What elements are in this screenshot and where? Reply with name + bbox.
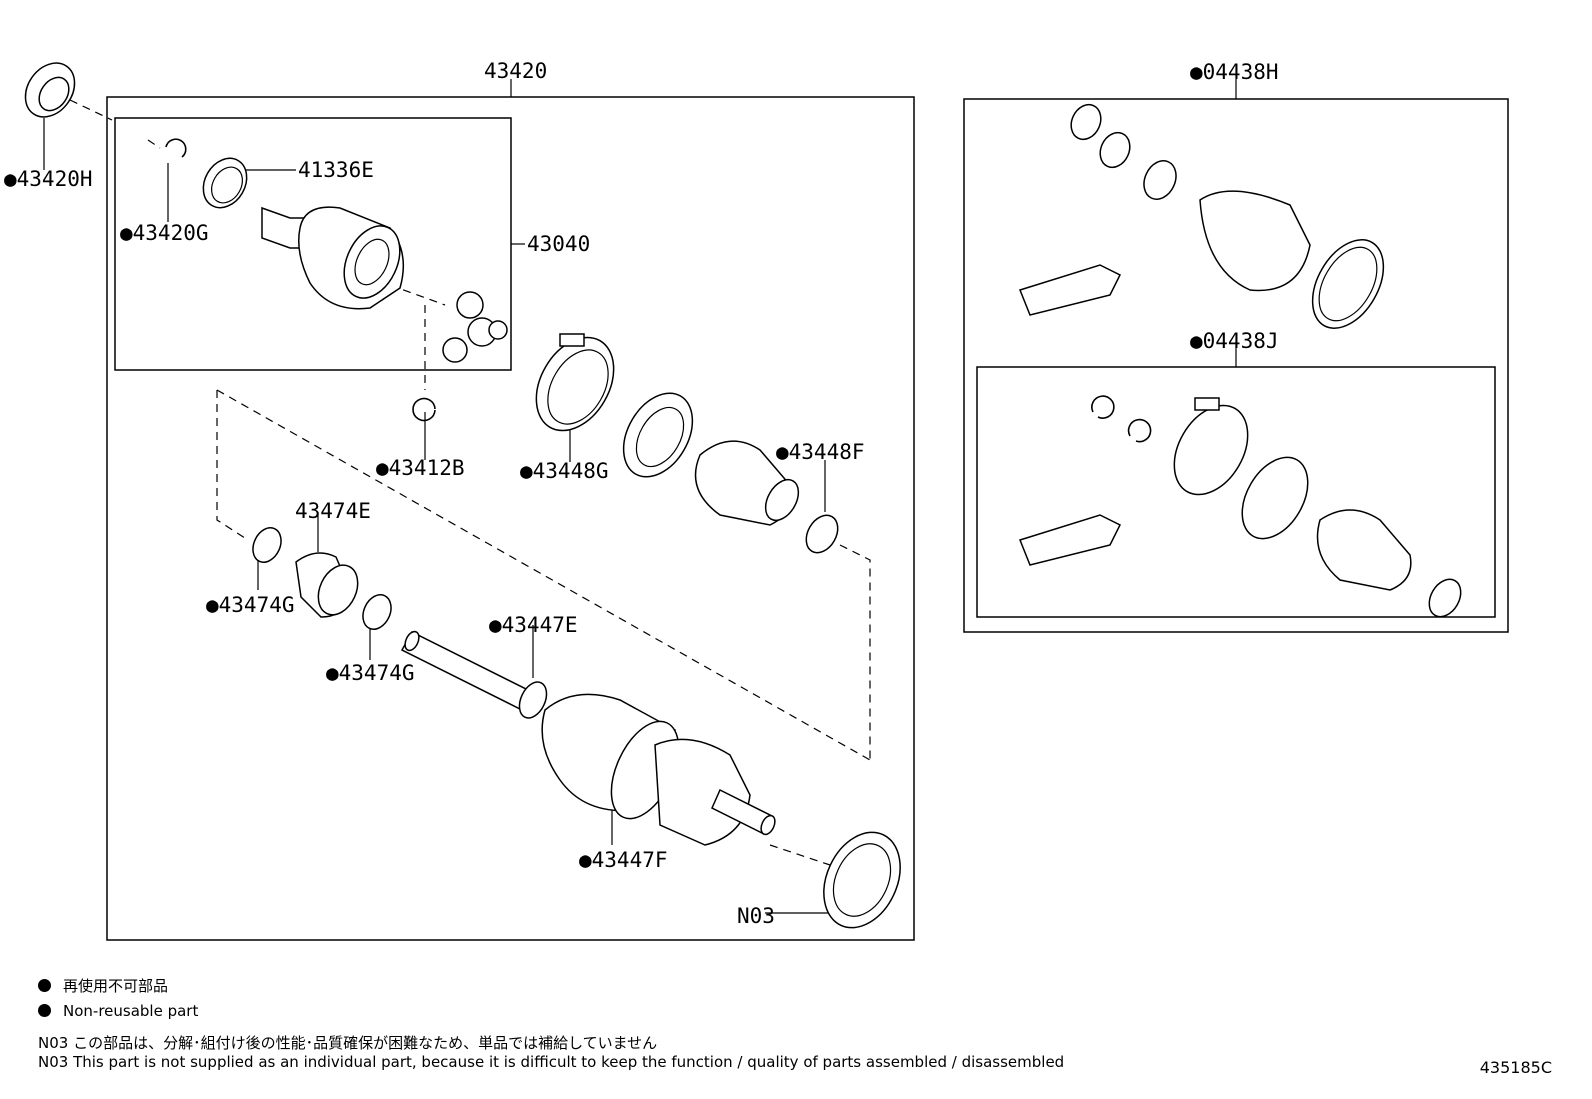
diagram-code: 435185C — [1479, 1058, 1552, 1077]
assembly-dashed-lines — [69, 99, 871, 866]
tripod-joint — [442, 291, 508, 363]
snap-ring-43420G — [165, 138, 187, 158]
snap-ring-43412B — [412, 397, 436, 422]
label-04438H: ●04438H — [1190, 60, 1279, 84]
inboard-joint-housing — [261, 206, 405, 310]
label-43420G: ●43420G — [120, 221, 209, 245]
bullet-icon — [38, 1004, 51, 1017]
label-43040: 43040 — [527, 232, 590, 256]
label-43420H: ●43420H — [4, 167, 93, 191]
label-43474E: 43474E — [295, 499, 371, 523]
drive-shaft — [400, 630, 534, 711]
label-43447F: ●43447F — [579, 848, 668, 872]
ring-41336E — [202, 157, 248, 209]
kit-04438J-frame — [976, 366, 1496, 618]
label-43474G-b: ●43474G — [326, 661, 415, 685]
band-43447E — [518, 681, 548, 719]
band-43474G-b — [362, 594, 392, 630]
note-jp: N03 この部品は、分解･組付け後の性能･品質確保が困難なため、単品では補給して… — [38, 1034, 658, 1052]
label-43474G-a: ●43474G — [206, 593, 295, 617]
outboard-joint — [541, 693, 776, 846]
inboard-boot — [622, 392, 800, 526]
label-43420: 43420 — [484, 59, 547, 83]
legend-en: Non-reusable part — [38, 1001, 198, 1021]
label-41336E: 41336E — [298, 158, 374, 182]
kit-04438H-parts — [1019, 103, 1385, 329]
damper-43474E — [295, 552, 359, 618]
kit-04438J-parts — [1019, 395, 1462, 618]
label-43412B: ●43412B — [376, 456, 465, 480]
oil-seal-43420H — [24, 62, 76, 118]
legend-jp: 再使用不可部品 — [38, 976, 168, 996]
label-43447E: ●43447E — [489, 613, 578, 637]
band-43474G-a — [252, 527, 282, 563]
label-N03: N03 — [737, 904, 775, 928]
label-43448F: ●43448F — [776, 440, 865, 464]
dust-seal-N03 — [823, 831, 901, 929]
clamp-43448G — [535, 333, 615, 432]
band-43448F — [805, 514, 839, 554]
label-04438J: ●04438J — [1190, 329, 1279, 353]
bullet-icon — [38, 979, 51, 992]
note-en: N03 This part is not supplied as an indi… — [38, 1053, 1065, 1071]
label-43448G: ●43448G — [520, 459, 609, 483]
